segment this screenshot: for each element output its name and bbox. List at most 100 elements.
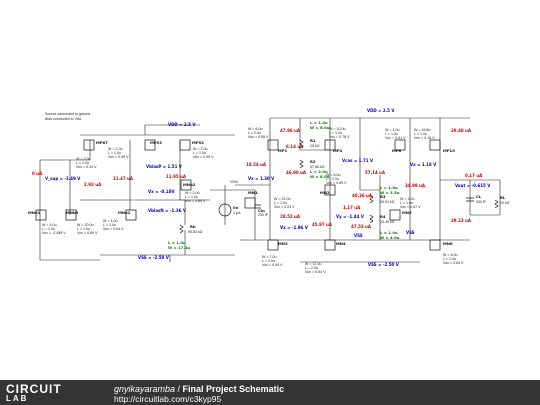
mp8-vov: Vov = 0.61 V — [385, 136, 406, 140]
current-labels: 0 uA 2.92 uA 11.47 uA 11.95 uA 47.96 uA … — [32, 128, 483, 229]
voltage-labels: V_sup = -2.49 V Vx = -0.18V VbiasP = 1.5… — [45, 158, 491, 230]
mp8-w: W = 1.0u — [385, 128, 399, 132]
current-5: 47.96 uA — [280, 128, 301, 133]
mnb1-vov: Vov = -0.489 V — [42, 231, 66, 235]
mnb4-vov: Vov = 0.64 V — [103, 227, 124, 231]
mp1-vov: Vov = 0.68 V — [248, 135, 269, 139]
circuitlab-logo[interactable]: CIRCUIT LAB — [6, 383, 62, 404]
cin-val: 230 fF — [258, 213, 269, 217]
mn1-vov: Vov = 0.23 V — [274, 205, 295, 209]
r3-name: R3 — [380, 194, 386, 199]
note-bulk: Bulk connected to Vdd — [45, 117, 81, 121]
voltage-1: V_sup = -2.49 V — [45, 176, 81, 181]
mp4-name: MP4 — [333, 148, 343, 153]
note-source: Source connected to ground — [45, 112, 90, 116]
current-8: 46.90 uA — [286, 170, 307, 175]
current-13: 28.52 uA — [280, 214, 301, 219]
mp7-l: L = 1.0u — [76, 161, 89, 165]
footer-url[interactable]: http://circuitlab.com/c3kyp95 — [114, 394, 222, 404]
voltage-10: Vy = -1.44 V — [336, 214, 365, 219]
r4-val: 23.45 kΩ — [380, 220, 395, 224]
mnb1-w: W = 4.0u — [42, 223, 56, 227]
current-18: 29.23 uA — [451, 218, 472, 223]
mp7-name: MP67 — [96, 140, 108, 145]
mp7-w: W = 2.0u — [76, 157, 90, 161]
r1-val: 25 kΩ — [310, 144, 320, 148]
resistor-symbol-r3 — [369, 194, 374, 204]
current-2: 2.92 uA — [84, 182, 102, 187]
vdd-right: VDD = 2.5 V — [367, 108, 395, 113]
mn6-w: W = 6.0u — [443, 253, 457, 257]
mnb3-w: W = 20.0u — [77, 223, 93, 227]
g4b: W = 6.0u — [310, 174, 330, 179]
mp5-name: MP53 — [150, 140, 162, 145]
rl-val: 20 kΩ — [500, 201, 510, 205]
mp52-w: W = 2.0u — [193, 147, 207, 151]
mnb3-vov: Vov = 0.89 V — [77, 231, 98, 235]
voltage-8: Vout = -0.615 V — [455, 183, 491, 188]
footer-schematic-title[interactable]: Final Project Schematic — [182, 384, 285, 394]
mnb3-name: MNb3 — [66, 210, 79, 215]
iin-val: 1 pA — [233, 211, 241, 215]
mn1-name: MN1 — [248, 190, 258, 195]
mn2-name: MN2 — [320, 190, 330, 195]
mp5-vov: Vov = 0.95 V — [108, 155, 129, 159]
g1a: L = 1.0u — [310, 120, 328, 125]
r3-val: 26.91 kΩ — [380, 200, 395, 204]
mp5-w: W = 2.0u — [108, 147, 122, 151]
vss-right: VSS = -2.50 V — [368, 262, 400, 267]
current-16: 47.53 uA — [351, 224, 372, 229]
g2b: W = 3.5u — [380, 190, 400, 195]
capacitor-labels: Cin 230 fF CL 200 fF Iin 1 pA 100V — [230, 180, 487, 217]
mnb3-l: L = 1.0u — [77, 227, 90, 231]
mn3-w: W = 7.0u — [262, 255, 276, 259]
voltage-4: VbiasN = -1.36 V — [148, 208, 187, 213]
cl-val: 200 fF — [476, 200, 487, 204]
mp52-l: L = 1.0u — [193, 151, 206, 155]
mn6-name: MN6 — [443, 241, 453, 246]
mn4-name: MN4 — [336, 241, 346, 246]
mn3-l: L = 2.0u — [262, 259, 275, 263]
mnb2-w: W = 2.0u — [185, 191, 199, 195]
mn1-l: L = 1.0u — [274, 201, 287, 205]
mn5-l: L = 1.0u — [400, 201, 413, 205]
current-4: 11.95 uA — [166, 174, 187, 179]
footer-title: gnyikayaramba / Final Project Schematic — [114, 384, 284, 394]
mp52-name: MP52 — [192, 140, 204, 145]
resistor-symbol-r4 — [369, 214, 374, 224]
r1-name: R1 — [310, 138, 316, 143]
mp1-l: L = 2.0u — [248, 131, 261, 135]
mn4-w: W = 12.0u — [305, 262, 321, 266]
g5a: L = 1.0u — [380, 230, 398, 235]
mn3-name: MN3 — [278, 241, 288, 246]
g4a: L = 2.0u — [310, 169, 328, 174]
footer-sep: / — [175, 384, 183, 394]
voltage-6: Vcas = 1.71 V — [342, 158, 374, 163]
mp9-w: W = 49.6u — [414, 128, 430, 132]
mn6-vov: Vov = 0.64 V — [443, 261, 464, 265]
mn4-l: L = 2.0u — [305, 266, 318, 270]
mp1-w: W = 6.0u — [248, 127, 262, 131]
mn1-w: W = 31.0u — [274, 197, 290, 201]
current-6: 8.14 uA — [286, 144, 304, 149]
footer-user[interactable]: gnyikayaramba — [114, 384, 176, 394]
footer-bar: CIRCUIT LAB gnyikayaramba / Final Projec… — [0, 380, 540, 405]
voltage-2: Vx = -0.18V — [148, 189, 175, 194]
mp5-l: L = 1.0u — [108, 151, 121, 155]
mn5-w: W = 3.2u — [400, 197, 414, 201]
voltage-5: Vx = 1.30 V — [248, 176, 275, 181]
r2-val: 37.88 kΩ — [310, 165, 325, 169]
transistor-labels: MP67 W = 2.0u L = 1.0u Vov = 0.34 V MP53… — [28, 127, 464, 274]
rb-name: Rb — [190, 224, 196, 229]
resistor-symbol-r2 — [299, 159, 304, 169]
logo-bottom: LAB — [6, 394, 29, 403]
vss-a: VSS — [354, 233, 363, 238]
rl-name: RL — [500, 195, 506, 200]
g3a: L = 1.0u — [168, 240, 186, 245]
resistor-labels: Rb 95.83 kΩ R1 25 kΩ R2 37.88 kΩ R3 26.9… — [188, 138, 510, 234]
mnb2-l: L = 1.0u — [185, 195, 198, 199]
capacitor-symbol-cl — [466, 197, 474, 202]
r4-name: R4 — [380, 214, 386, 219]
vss-left: VSS = -2.50 V — [138, 255, 170, 260]
g5b: W = 4.0u — [380, 235, 400, 240]
